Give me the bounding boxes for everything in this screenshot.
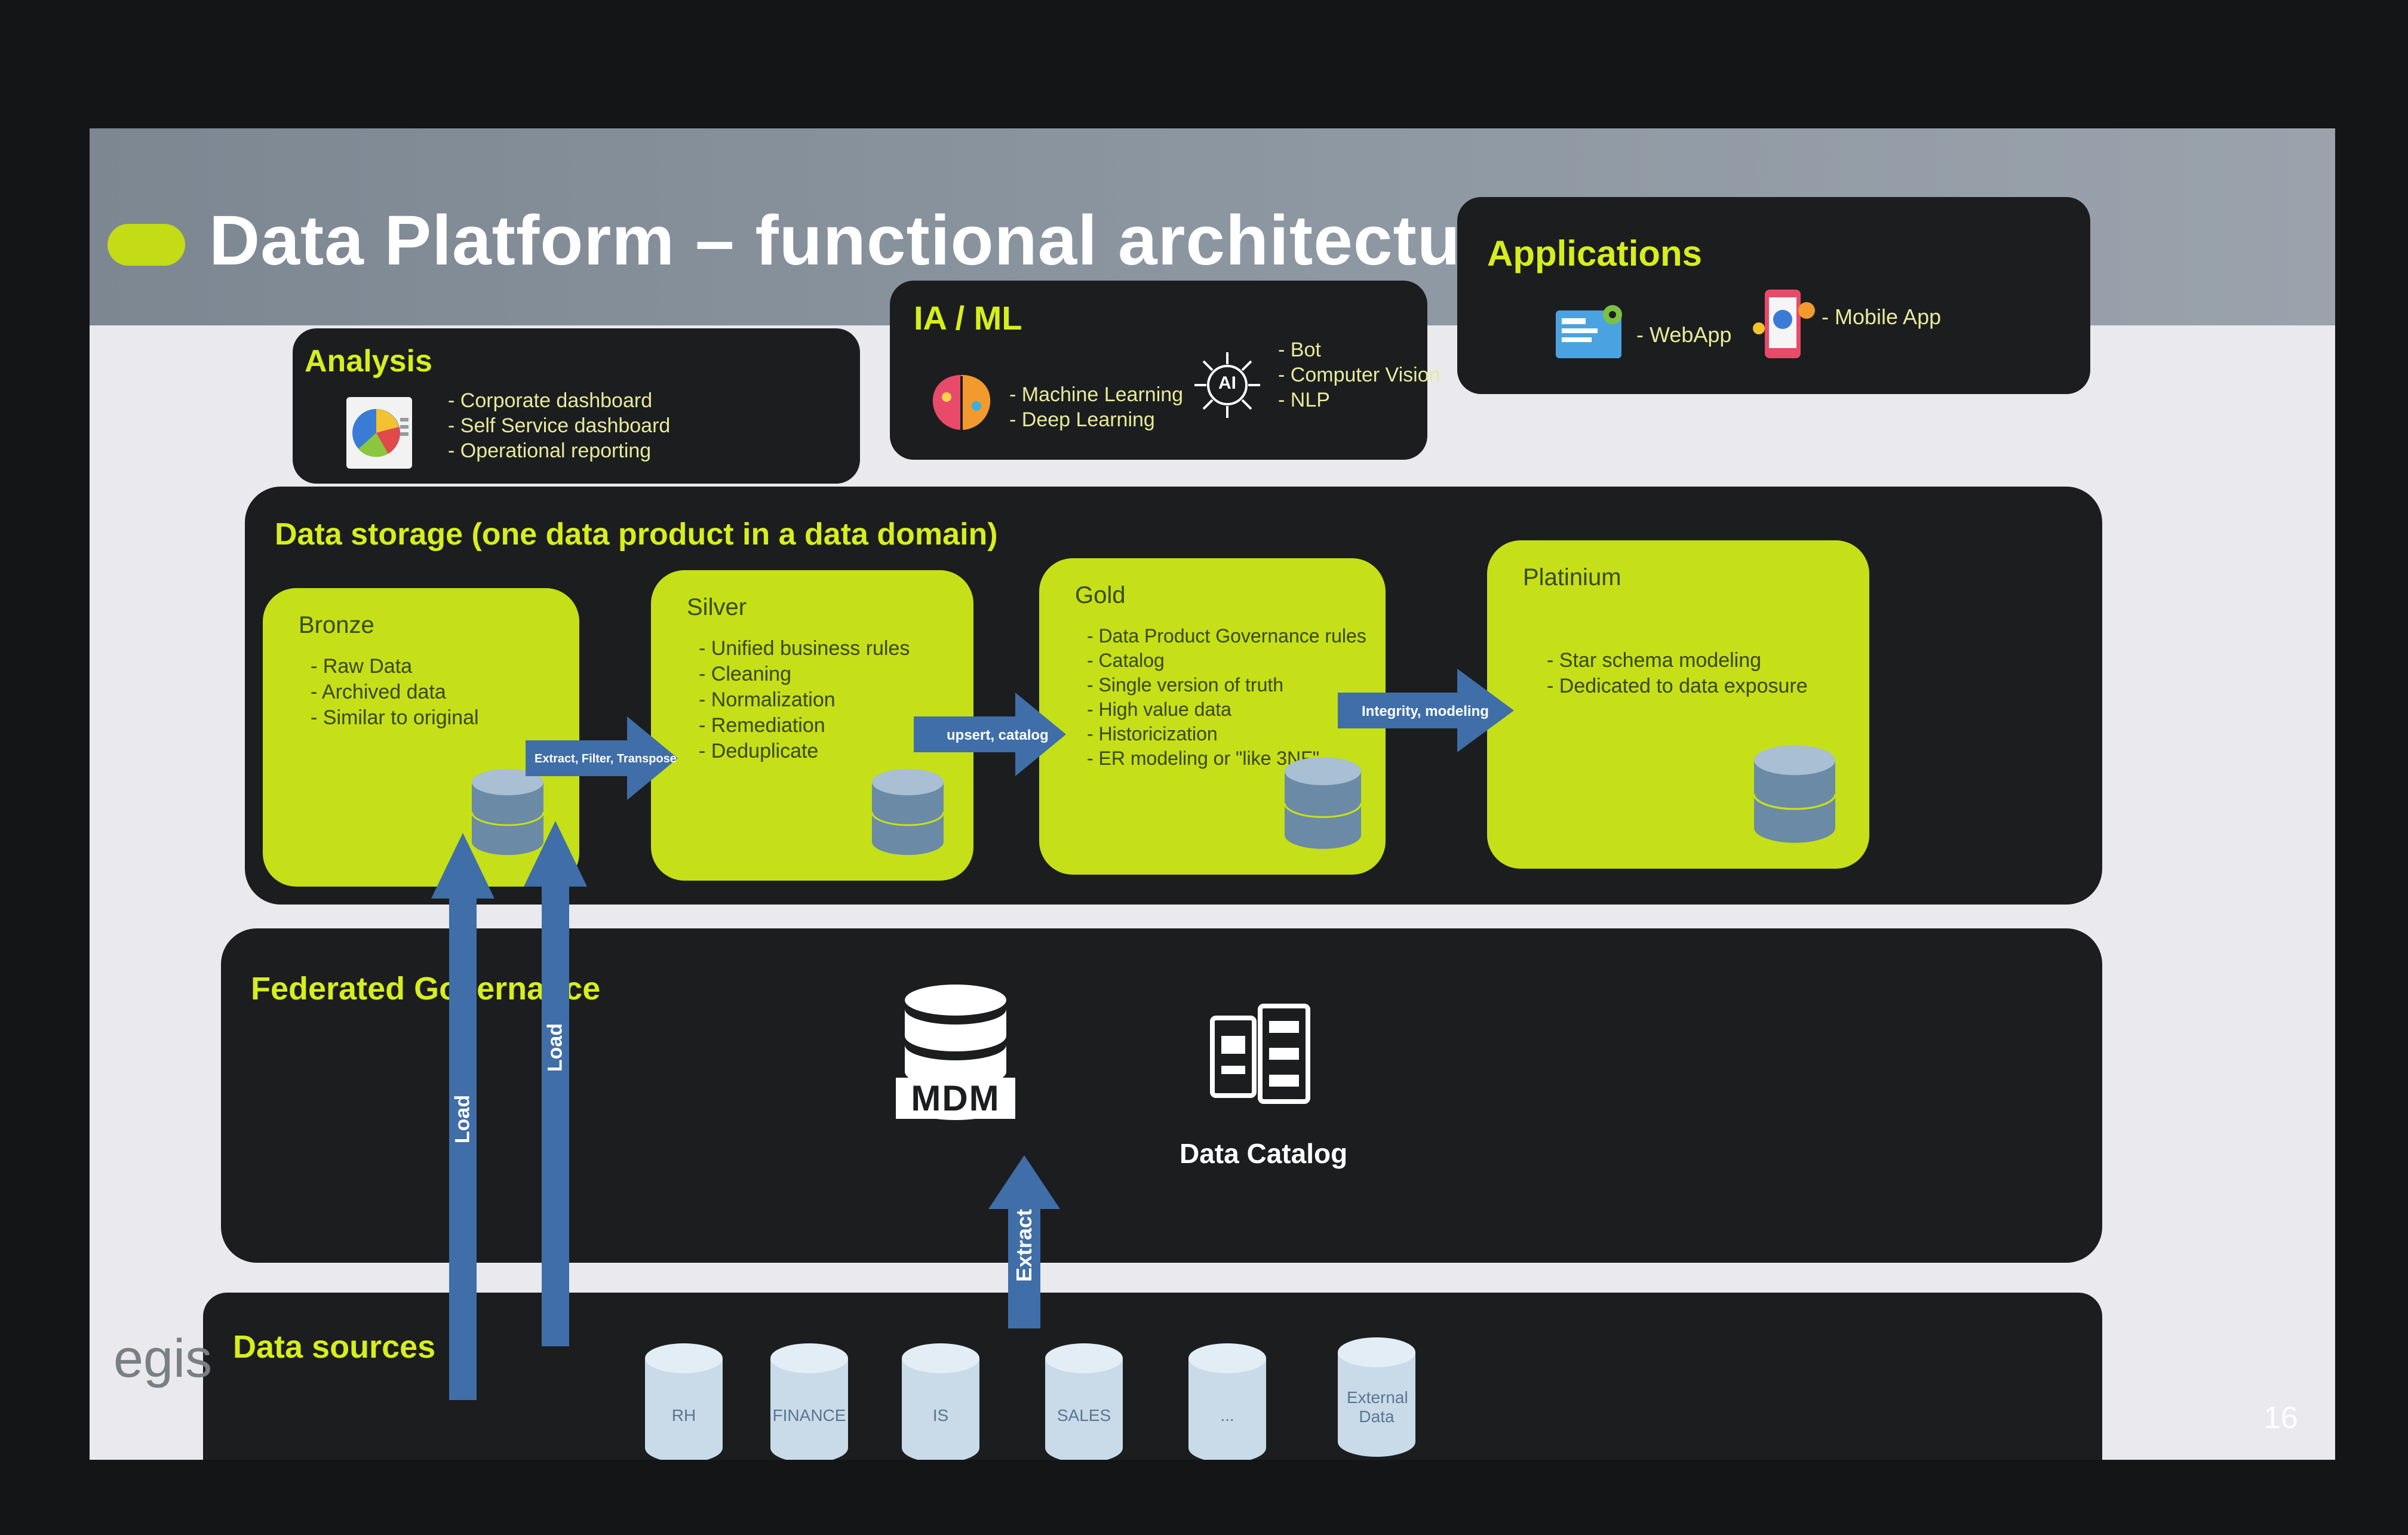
list-item: Normalization [699,687,910,713]
database-icon [770,1343,848,1460]
arrow-label: upsert, catalog [947,727,1049,743]
load-arrow-1 [431,833,494,1400]
governance-panel: Federated Governance MDM Data [221,928,2102,1263]
list-item: High value data [1087,697,1366,722]
list-item: Deep Learning [1009,407,1183,432]
list-item: Cleaning [699,662,910,687]
list-item: Operational reporting [448,438,670,463]
list-item: NLP [1278,387,1440,413]
tier-title: Gold [1075,582,1126,608]
tier-gold: Gold Data Product Governance rules Catal… [1039,558,1386,875]
slide: Data Platform – functional architecture … [90,128,2335,1460]
list-item: Dedicated to data exposure [1547,673,1808,699]
webapp-icon [1556,305,1622,358]
list-item: Similar to original [311,705,479,731]
source-db-is: IS [896,1340,985,1460]
list-item: Archived data [311,679,479,705]
iaml-title: IA / ML [914,299,1022,337]
database-icon [471,769,545,855]
source-label: External Data [1347,1388,1408,1426]
tier-bronze: Bronze Raw Data Archived data Similar to… [263,588,579,887]
list-item: Corporate dashboard [448,388,670,413]
load-label-1: Load [451,1094,474,1144]
extract-label: Extract [1012,1208,1036,1282]
source-label: RH [671,1406,696,1425]
tier-platinium: Platinium Star schema modeling Dedicated… [1487,540,1869,869]
list-item: Bot [1278,337,1440,362]
mdm-label: MDM [896,1078,1015,1119]
iaml-panel: IA / ML Machine Learning Deep Learning A… [890,281,1440,460]
data-sources-panel: Data sources [203,1293,2102,1460]
accent-pill [108,224,185,266]
arrow-gold-platinium [1338,669,1514,752]
database-icon [1188,1343,1266,1460]
database-icon [871,769,945,855]
source-db-finance: FINANCE [764,1340,854,1460]
data-storage-title: Data storage (one data product in a data… [275,517,998,552]
data-sources-title: Data sources [233,1329,436,1365]
tier-title: Bronze [299,612,374,638]
load-arrow-2 [524,821,587,1346]
pie-chart-icon [346,397,412,469]
arrow-label: Extract, Filter, Transpose [535,752,677,765]
analysis-title: Analysis [305,344,432,379]
tier-list: Raw Data Archived data Similar to origin… [311,654,479,731]
analysis-list: Corporate dashboard Self Service dashboa… [448,388,671,463]
list-item: Catalog [1087,648,1366,673]
source-db-rh: RH [639,1340,729,1460]
applications-title: Applications [1487,233,1703,273]
database-icon [1338,1337,1415,1457]
list-item: Raw Data [311,654,479,679]
load-label-2: Load [543,1023,567,1072]
database-icon [902,1343,979,1460]
arrow-bronze-silver [526,716,678,800]
analysis-panel: Analysis Corporate dashboard Self Servic… [293,328,860,484]
list-item: Unified business rules [699,636,910,662]
extract-arrow [988,1155,1060,1328]
source-label: ... [1220,1406,1234,1425]
iaml-list-right: Bot Computer Vision NLP [1278,337,1440,413]
tier-title: Platinium [1523,564,1621,590]
source-db-sales: SALES [1039,1340,1129,1460]
page-number: 16 [2263,1401,2298,1435]
list-item: Remediation [699,713,910,739]
list-item: Self Service dashboard [448,413,671,438]
list-item: Data Product Governance rules [1087,624,1366,648]
webapp-label: - WebApp [1636,322,1732,347]
iaml-list-left: Machine Learning Deep Learning [1009,382,1183,432]
database-icon [1283,757,1362,849]
arrow-label: Integrity, modeling [1362,703,1489,719]
arrow-silver-gold [914,693,1066,776]
source-label: SALES [1056,1406,1111,1425]
ai-badge: AI [1218,373,1236,393]
list-item: Computer Vision [1278,362,1440,387]
list-item: Single version of truth [1087,673,1366,697]
tier-list: Data Product Governance rules Catalog Si… [1087,624,1366,771]
tier-list: Unified business rules Cleaning Normaliz… [699,636,910,764]
list-item: Star schema modeling [1547,648,1808,673]
list-item: Deduplicate [699,739,910,764]
database-icon [1045,1343,1123,1460]
data-catalog-label: Data Catalog [1180,1138,1348,1169]
data-catalog-icon [1210,1004,1310,1104]
source-db-external: External Data [1332,1334,1421,1460]
database-icon [645,1343,723,1460]
source-label: IS [932,1406,949,1425]
brain-icon [932,375,991,430]
source-label: FINANCE [772,1406,846,1425]
tier-list: Star schema modeling Dedicated to data e… [1547,648,1808,699]
ai-chip-icon [1194,352,1260,418]
applications-panel: Applications - WebApp - Mobile App [1457,197,2090,394]
list-item: ER modeling or "like 3NF" [1087,746,1366,771]
tier-title: Silver [687,594,747,620]
mobile-app-icon [1753,290,1815,358]
source-db-more: ... [1182,1340,1272,1460]
slide-title: Data Platform – functional architecture [209,201,1529,280]
database-icon [1753,745,1836,843]
list-item: Historicization [1087,722,1366,746]
list-item: Machine Learning [1009,382,1183,407]
mobile-app-label: - Mobile App [1822,304,1942,329]
egis-logo: egis [113,1329,213,1389]
